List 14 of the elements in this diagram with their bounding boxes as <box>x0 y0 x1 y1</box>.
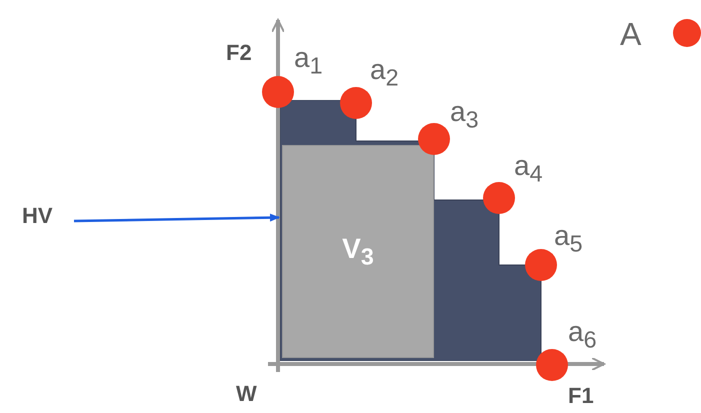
point-label: a$_{2}$ <box>370 56 399 90</box>
volume-box <box>282 145 434 358</box>
axis-label: W <box>236 383 257 405</box>
volume-label: V$_{3}$ <box>342 232 374 270</box>
point-label: a$_{1}$ <box>294 44 323 78</box>
point-label: a$_{5}$ <box>554 222 583 256</box>
point-label: a$_{4}$ <box>514 152 543 186</box>
axis-label: F1 <box>568 385 594 407</box>
axis-label: F2 <box>226 42 252 64</box>
point-label: a$_{3}$ <box>450 98 479 132</box>
hv-label: HV <box>22 205 72 237</box>
point-label: a$_{6}$ <box>568 318 597 352</box>
legend-label: A <box>620 18 642 50</box>
arrow <box>74 214 280 222</box>
